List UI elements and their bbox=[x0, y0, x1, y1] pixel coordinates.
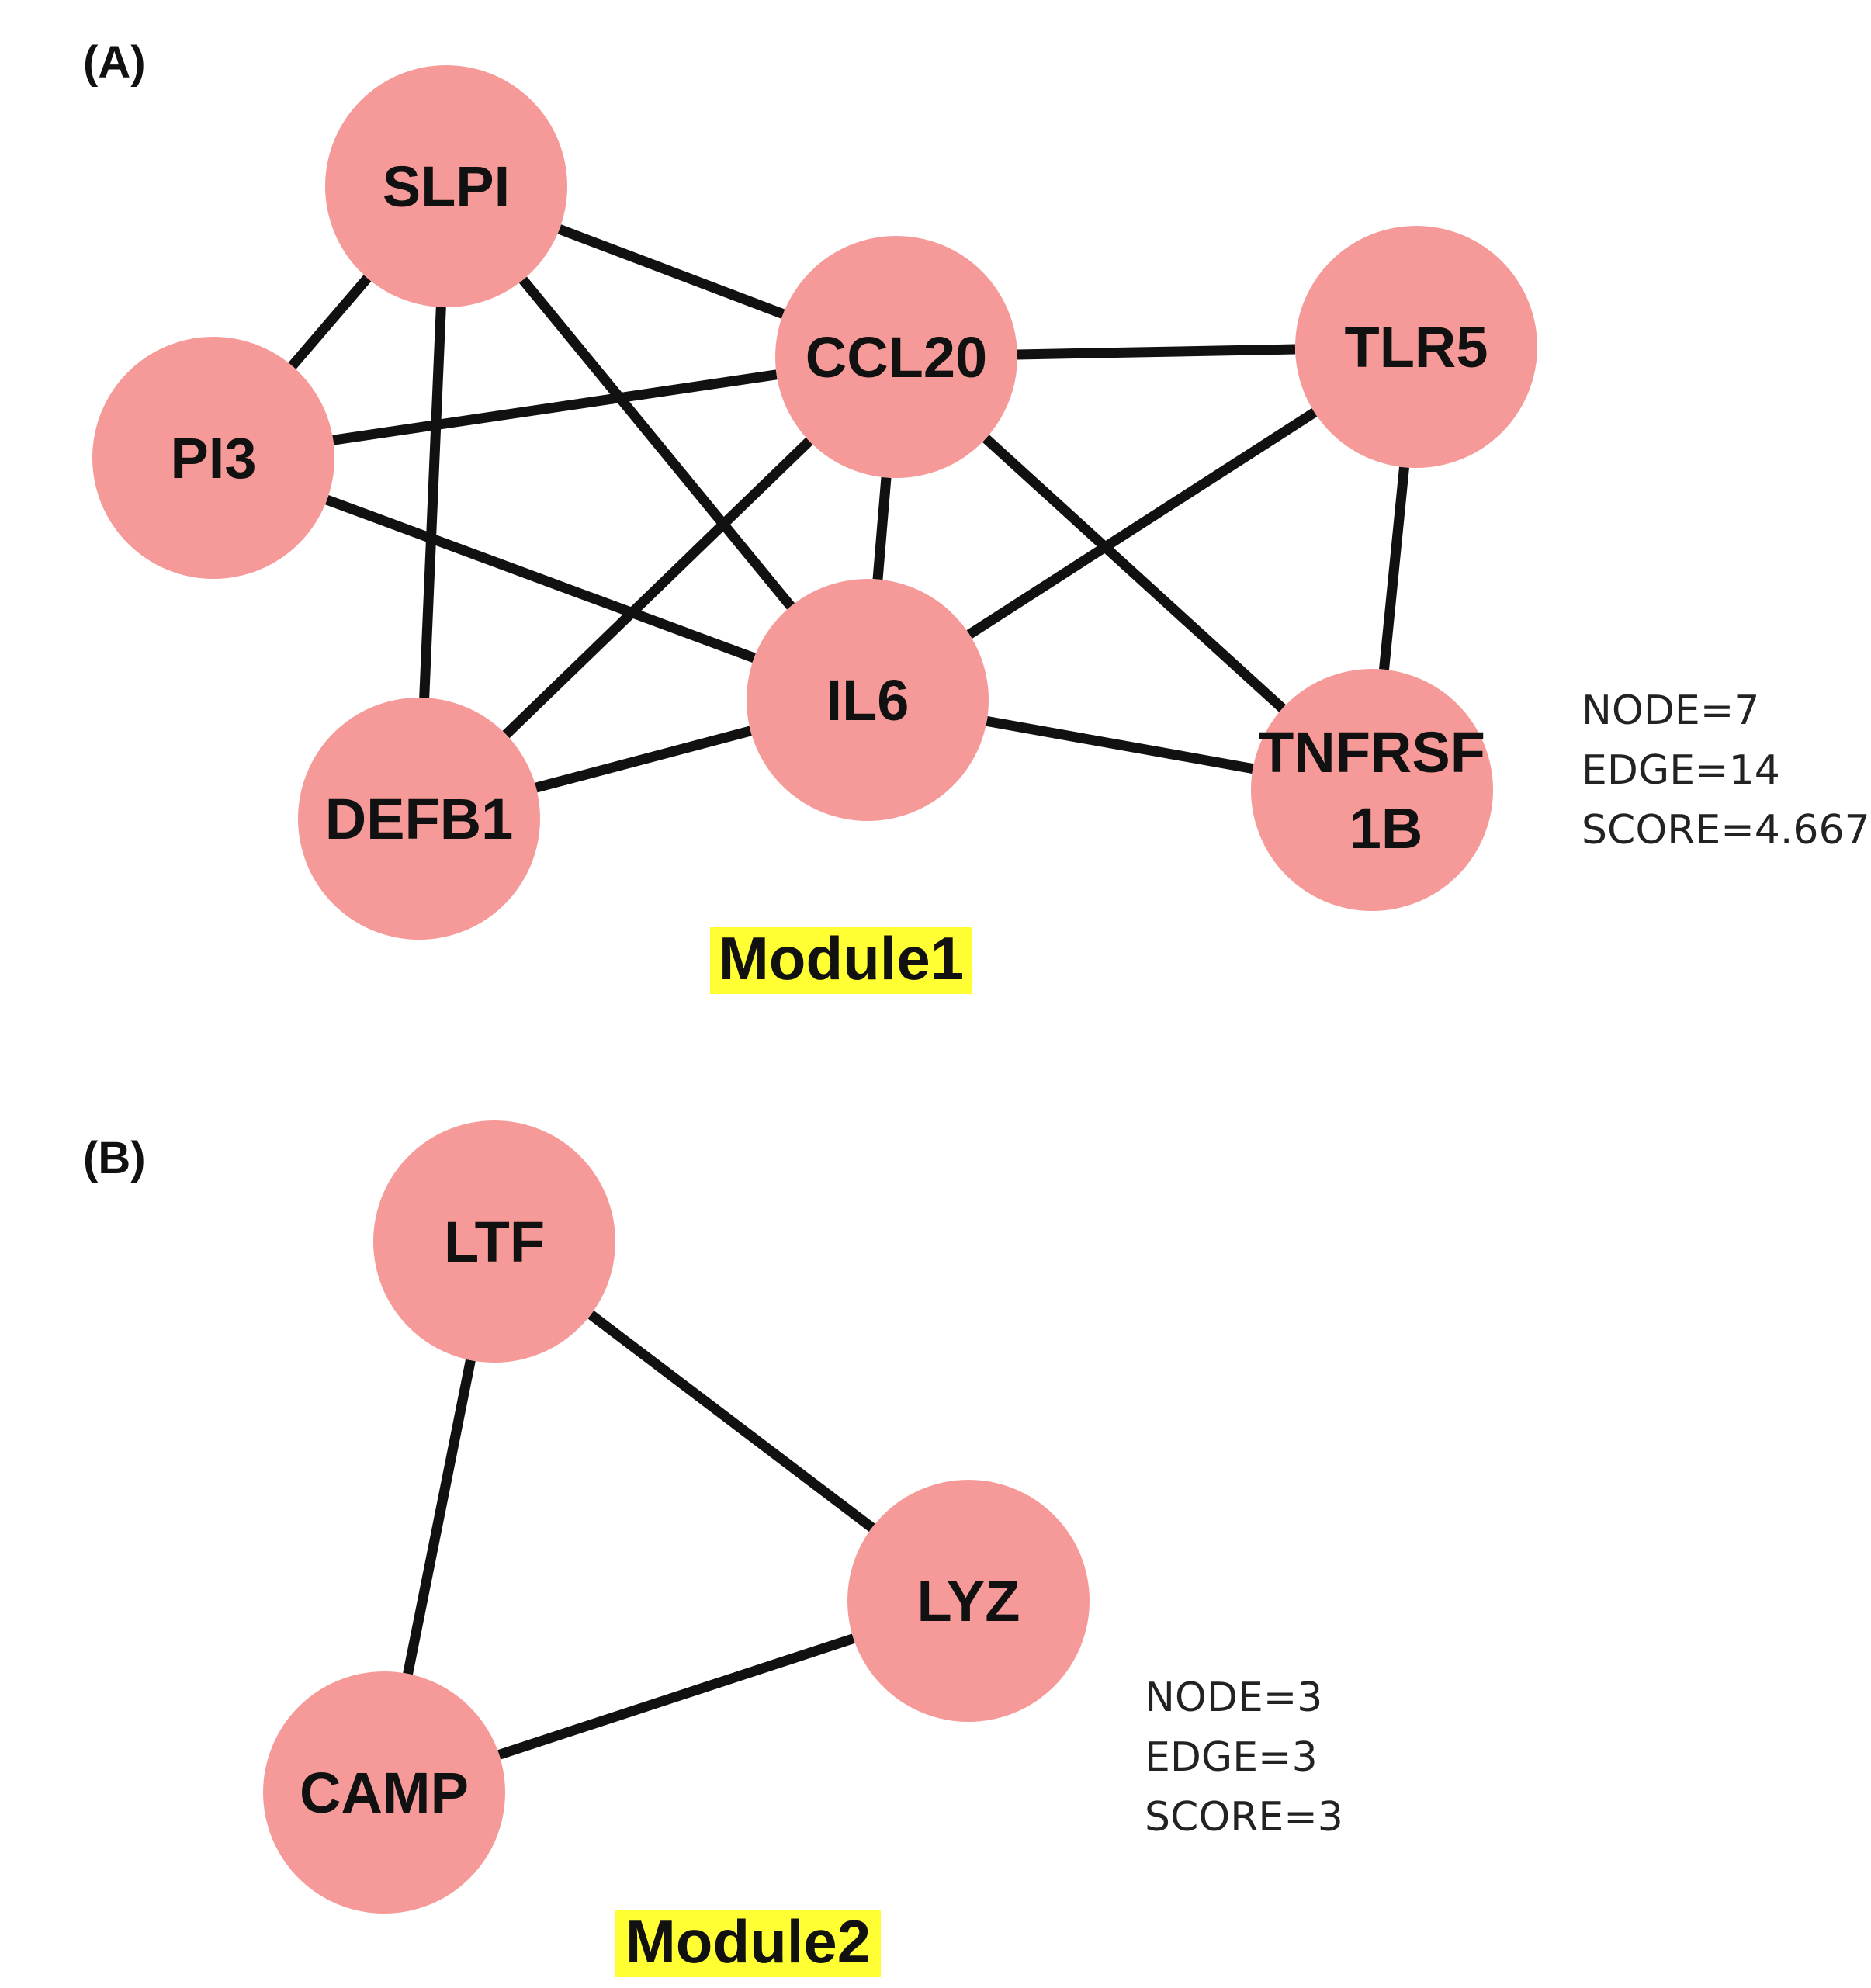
edge-tlr5-tnfrsf1b bbox=[1379, 466, 1409, 670]
edge-il6-tnfrsf1b bbox=[986, 716, 1254, 774]
panel-b-edge-count: EDGE=3 bbox=[1145, 1734, 1318, 1781]
edge-pi3-ccl20 bbox=[332, 369, 778, 445]
edge-ccl20-il6 bbox=[872, 476, 892, 580]
node-circle bbox=[1251, 669, 1493, 911]
node-circle bbox=[847, 1480, 1090, 1722]
node-label: PI3 bbox=[170, 426, 256, 490]
edge-il6-defb1 bbox=[535, 726, 752, 793]
node-label: SLPI bbox=[383, 154, 510, 219]
edge-slpi-ccl20 bbox=[557, 224, 785, 319]
edge-lyz-camp bbox=[497, 1633, 855, 1760]
module1-title: Module1 bbox=[719, 924, 964, 992]
edge-ltf-camp bbox=[403, 1359, 476, 1675]
panel-a-node-count: NODE=7 bbox=[1582, 687, 1759, 734]
node-label: IL6 bbox=[826, 668, 910, 733]
panel-a-title-highlight bbox=[710, 927, 972, 994]
node-circle bbox=[263, 1671, 505, 1914]
node-circle bbox=[92, 337, 334, 579]
node-label: CAMP bbox=[300, 1761, 469, 1825]
edge-slpi-defb1 bbox=[419, 307, 446, 698]
panel-b-module-title: Module2 bbox=[615, 1907, 881, 1977]
node-label: CCL20 bbox=[806, 325, 987, 390]
edge-ccl20-tnfrsf1b bbox=[982, 435, 1287, 712]
node-camp: CAMP bbox=[263, 1671, 505, 1914]
panel-b-node-count: NODE=3 bbox=[1145, 1675, 1322, 1721]
panel-b-score: SCORE=3 bbox=[1145, 1794, 1343, 1841]
node-ltf: LTF bbox=[373, 1120, 615, 1363]
node-pi3: PI3 bbox=[92, 337, 334, 579]
edge-slpi-pi3 bbox=[288, 275, 372, 369]
node-circle bbox=[325, 65, 567, 307]
panel-b: (B) LTF LYZ CAMP NODE=3 EDGE=3 SCORE=3 Mod… bbox=[83, 1120, 1343, 1977]
panel-b-stats: NODE=3 EDGE=3 SCORE=3 bbox=[1145, 1675, 1343, 1841]
node-label: TNFRSF bbox=[1259, 720, 1485, 784]
node-circle bbox=[747, 579, 989, 821]
node-label: DEFB1 bbox=[325, 787, 514, 851]
node-label: LTF bbox=[444, 1210, 545, 1274]
node-tlr5: TLR5 bbox=[1295, 226, 1537, 468]
node-label: TLR5 bbox=[1345, 315, 1488, 379]
module2-title: Module2 bbox=[625, 1907, 871, 1976]
node-label: 1B bbox=[1350, 796, 1423, 861]
node-label: LYZ bbox=[917, 1569, 1020, 1633]
node-tnfrsf1b: TNFRSF 1B bbox=[1251, 669, 1493, 911]
panel-a-edges bbox=[288, 224, 1409, 793]
panel-a-label: (A) bbox=[83, 37, 146, 88]
edge-pi3-il6 bbox=[325, 495, 756, 663]
panel-a-stats: NODE=7 EDGE=14 SCORE=4.667 bbox=[1582, 687, 1870, 854]
node-circle bbox=[775, 236, 1017, 478]
panel-b-edges bbox=[403, 1311, 875, 1760]
panel-a-module-title: Module1 bbox=[710, 924, 972, 994]
edge-tlr5-il6 bbox=[966, 407, 1318, 639]
edge-slpi-il6 bbox=[518, 276, 795, 610]
node-circle bbox=[1295, 226, 1537, 468]
edge-ccl20-tlr5 bbox=[1017, 344, 1296, 360]
node-defb1: DEFB1 bbox=[298, 698, 540, 940]
node-slpi: SLPI bbox=[325, 65, 567, 307]
node-lyz: LYZ bbox=[847, 1480, 1090, 1722]
node-il6: IL6 bbox=[747, 579, 989, 821]
panel-b-nodes: LTF LYZ CAMP bbox=[263, 1120, 1090, 1914]
panel-b-title-highlight bbox=[615, 1910, 881, 1977]
edge-ltf-lyz bbox=[587, 1311, 875, 1532]
node-circle bbox=[373, 1120, 615, 1363]
edge-ccl20-defb1 bbox=[502, 437, 813, 739]
panel-a-edge-count: EDGE=14 bbox=[1582, 747, 1780, 794]
node-ccl20: CCL20 bbox=[775, 236, 1017, 478]
panel-a-score: SCORE=4.667 bbox=[1582, 807, 1870, 854]
node-circle bbox=[298, 698, 540, 940]
panel-b-label: (B) bbox=[83, 1133, 146, 1183]
